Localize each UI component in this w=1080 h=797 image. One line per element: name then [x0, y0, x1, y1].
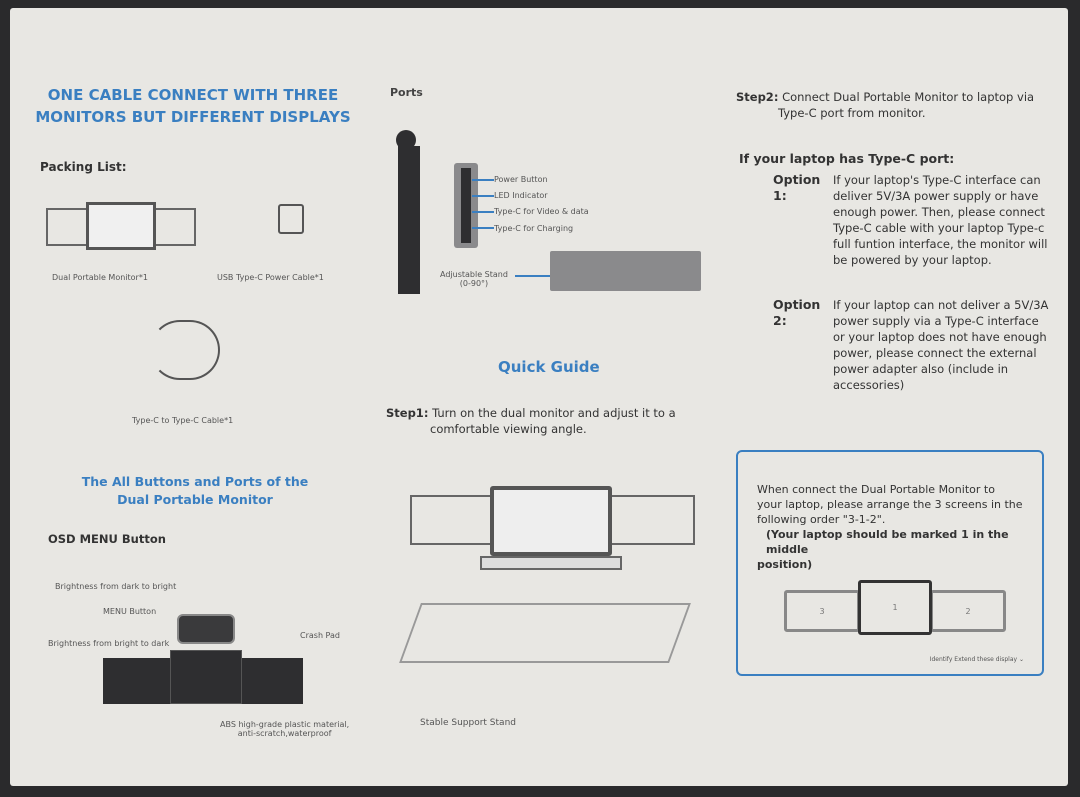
monitor-side-image [398, 146, 420, 294]
osd-label: Brightness from bright to dark [48, 639, 170, 648]
option1: Option 1: If your laptop's Type-C interf… [773, 172, 1047, 268]
option-line: be powered by your laptop. [833, 253, 992, 267]
typec-heading: If your laptop has Type-C port: [739, 151, 955, 166]
step-text: Turn on the dual monitor and adjust it t… [432, 406, 676, 420]
option-line: power adapter also (include in [833, 362, 1009, 376]
option-line: Type-C cable with your laptop Type-c [833, 221, 1045, 235]
monitor-center-image [170, 650, 242, 704]
option2: Option 2: If your laptop can not deliver… [773, 297, 1048, 393]
osd-heading: OSD MENU Button [48, 532, 166, 546]
option-line: power supply via a Type-C interface [833, 314, 1039, 328]
step-text: Type-C port from monitor. [778, 106, 926, 120]
stand-view-image [399, 603, 691, 663]
laptop-image [86, 202, 156, 250]
option-line: If your laptop's Type-C interface can [833, 173, 1041, 187]
step-label: Step2: [736, 90, 779, 104]
option-line: accessories) [833, 378, 905, 392]
quick-guide-heading: Quick Guide [498, 358, 600, 376]
port-label: Power Button [494, 175, 548, 184]
stable-stand-label: Stable Support Stand [420, 718, 516, 728]
heading-line: Dual Portable Monitor [117, 492, 273, 507]
port-label: Type-C for Video & data [494, 207, 589, 216]
label-line: ABS high-grade plastic material, [220, 720, 350, 729]
material-label: ABS high-grade plastic material, anti-sc… [220, 720, 349, 738]
title-line: MONITORS BUT DIFFERENT DISPLAYS [35, 108, 351, 126]
osd-button-panel [177, 614, 235, 644]
option-text: If your laptop can not deliver a 5V/3A po… [833, 297, 1048, 393]
step1: Step1: Turn on the dual monitor and adju… [386, 405, 676, 437]
stand-label: Adjustable Stand (0-90°) [440, 270, 508, 288]
option-label: Option 1: [773, 172, 821, 203]
laptop-center-image [490, 486, 612, 556]
step-text: comfortable viewing angle. [430, 422, 587, 436]
option-line: or your laptop does not have enough [833, 330, 1047, 344]
port-label: LED Indicator [494, 191, 548, 200]
side-knob [396, 130, 416, 150]
keyboard-image [480, 556, 622, 570]
packing-heading: Packing List: [40, 160, 127, 174]
label-line: Adjustable Stand [440, 270, 508, 279]
label-line: (0-90°) [459, 279, 489, 288]
display-settings-footer: Identify Extend these display ⌄ [929, 656, 1024, 663]
heading-line: The All Buttons and Ports of the [81, 474, 309, 489]
port-label: Type-C for Charging [494, 224, 574, 233]
port-panel-image [454, 163, 478, 248]
screen-1: 1 [858, 580, 932, 635]
power-adapter-image [278, 204, 304, 234]
option-label: Option 2: [773, 297, 821, 328]
screen-2: 2 [930, 590, 1006, 632]
osd-label: Crash Pad [300, 631, 341, 640]
label-line: anti-scratch,waterproof [237, 729, 332, 738]
instruction-card: ONE CABLE CONNECT WITH THREE MONITORS BU… [10, 8, 1068, 786]
stand-angles-image [550, 251, 701, 291]
step-label: Step1: [386, 406, 429, 420]
option-line: enough power. Then, please connect [833, 205, 1045, 219]
option-text: If your laptop's Type-C interface can del… [833, 172, 1047, 268]
option-line: If your laptop can not deliver a 5V/3A [833, 298, 1049, 312]
arrange-text: your laptop, please arrange the 3 screen… [757, 498, 1023, 511]
arrange-text: When connect the Dual Portable Monitor t… [757, 483, 995, 496]
arrange-text: position) [757, 558, 813, 571]
packing-item: USB Type-C Power Cable*1 [217, 273, 324, 282]
osd-label: Brightness from dark to bright [55, 582, 177, 591]
option-line: deliver 5V/3A power supply or have [833, 189, 1039, 203]
step-text: Connect Dual Portable Monitor to laptop … [782, 90, 1035, 104]
step2: Step2: Connect Dual Portable Monitor to … [736, 89, 1034, 121]
screen-3: 3 [784, 590, 860, 632]
arrange-text: following order "3-1-2". [757, 513, 886, 526]
title-line: ONE CABLE CONNECT WITH THREE [47, 86, 339, 104]
osd-label: MENU Button [103, 607, 157, 616]
option-line: full funtion interface, the monitor will [833, 237, 1048, 251]
packing-item: Type-C to Type-C Cable*1 [132, 416, 234, 425]
cable-image [150, 320, 220, 380]
arrange-box: When connect the Dual Portable Monitor t… [736, 450, 1044, 676]
buttons-heading: The All Buttons and Ports of the Dual Po… [70, 473, 320, 509]
option-line: power, please connect the external [833, 346, 1037, 360]
main-title: ONE CABLE CONNECT WITH THREE MONITORS BU… [10, 84, 376, 128]
arrange-text: (Your laptop should be marked 1 in the m… [766, 528, 1009, 556]
ports-heading: Ports [390, 86, 423, 99]
packing-item: Dual Portable Monitor*1 [52, 273, 148, 282]
